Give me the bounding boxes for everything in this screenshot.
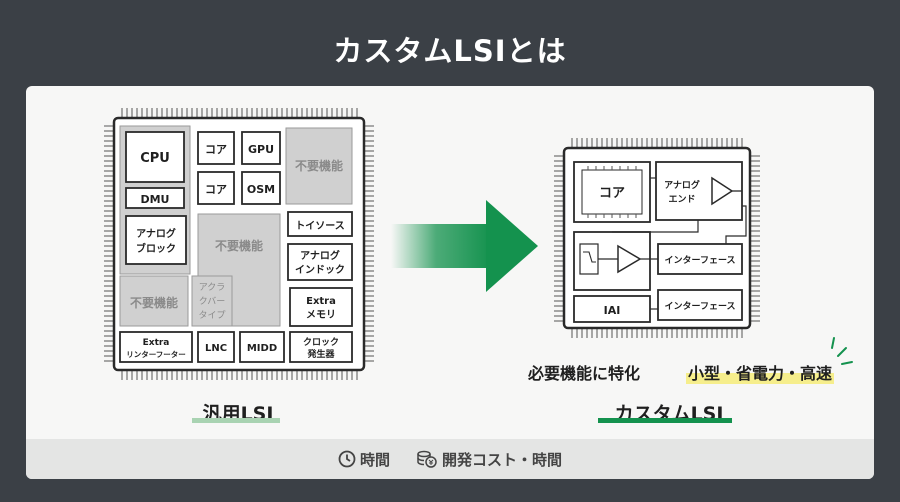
interface-label-2: インターフェース [664,300,735,312]
footer-time-label: 時間 [359,450,390,469]
analog-index-label-2: インドック [295,264,345,276]
comparison-diagram: CPU DMU アナログ ブロック コア コア GPU OSM 不要機能 不要機… [104,108,853,380]
midd-label: MIDD [247,343,277,354]
custom-chip-traces [612,177,747,310]
core-block-2 [197,171,235,205]
core-block-1 [197,131,235,165]
content-card: CPU DMU アナログ ブロック コア コア GPU OSM 不要機能 不要機… [26,86,874,479]
lnc-block [197,331,235,363]
unused-label-2: 不要機能 [215,238,263,253]
analog-end-label-2: エンド [668,194,695,205]
analog-amp-icon [711,176,734,206]
extra-memory-label-2: メモリ [306,309,336,321]
extra-linter-label-2: リンターフーター [126,349,186,359]
analog-end-label-1: アナログ [664,179,700,191]
osm-label: OSM [247,183,275,196]
footer-time: 時間 [338,449,390,470]
footer-bar: 時間 開発コスト・時間 [26,439,874,479]
gpu-label: GPU [248,143,274,156]
page-title: カスタムLSIとは [333,34,567,68]
specialized-tag: 必要機能に特化 [528,364,641,383]
coins-icon [417,450,437,468]
footer-cost-time: 開発コスト・時間 [416,449,562,470]
osm-block [241,171,281,205]
sparkle-marks [831,337,853,365]
interface-block-1 [657,243,743,275]
extra-linter-label-1: Extra [143,338,170,348]
dmu-label: DMU [140,193,169,206]
midd-block [239,331,285,363]
clock-label-1: クロック [303,337,339,348]
general-lsi-underline [192,418,280,423]
general-chip-pins [104,108,374,380]
extra-memory-label-1: Extra [306,296,336,307]
analog-index-block [287,243,353,281]
analog-block [125,215,187,265]
core-pin-marks [587,166,637,218]
clock-block [289,331,353,363]
analog-block-label-2: ブロック [136,242,176,255]
lnc-label: LNC [205,343,227,354]
clock-label-2: 発生器 [306,348,335,360]
interface-block-2 [657,289,743,321]
gpu-block [241,131,281,165]
unused-label-3: 不要機能 [130,295,178,310]
unused-label-1: 不要機能 [295,158,343,173]
analog-index-label-1: アナログ [300,249,340,262]
unused-region-bottom-left [119,275,189,327]
footer-cost-time-label: 開発コスト・時間 [442,450,563,469]
tsource-label: トイソース [295,220,345,232]
interface-label-1: インターフェース [664,254,735,266]
amp-icon [617,244,642,274]
unused-region-top-right [285,127,353,205]
transition-arrow-stem [391,224,491,268]
core-inner [581,169,643,215]
core-label-2: コア [205,183,227,196]
filter-icon [579,243,599,275]
cpu-label: CPU [140,151,170,166]
custom-lsi-underline [598,418,732,423]
accelerator-label-2: クバー [199,296,226,307]
transition-arrow-head [486,200,538,292]
accelerator-label-1: アクラ [199,282,226,293]
iai-label: IAI [604,304,621,317]
cpu-block [125,131,185,183]
core-label: コア [599,186,625,201]
dmu-block [125,187,185,209]
unused-region-accelerator [191,275,233,327]
benefits-tag: 小型・省電力・高速 [686,360,835,384]
clock-icon [338,450,356,468]
extra-linter-block [119,331,193,363]
accelerator-label-3: タイプ [198,310,225,321]
core-label-1: コア [205,143,227,156]
extra-memory-block [289,287,353,327]
tsource-block [287,211,353,237]
custom-chip-pins [554,138,760,338]
analog-block-label-1: アナログ [136,227,176,240]
